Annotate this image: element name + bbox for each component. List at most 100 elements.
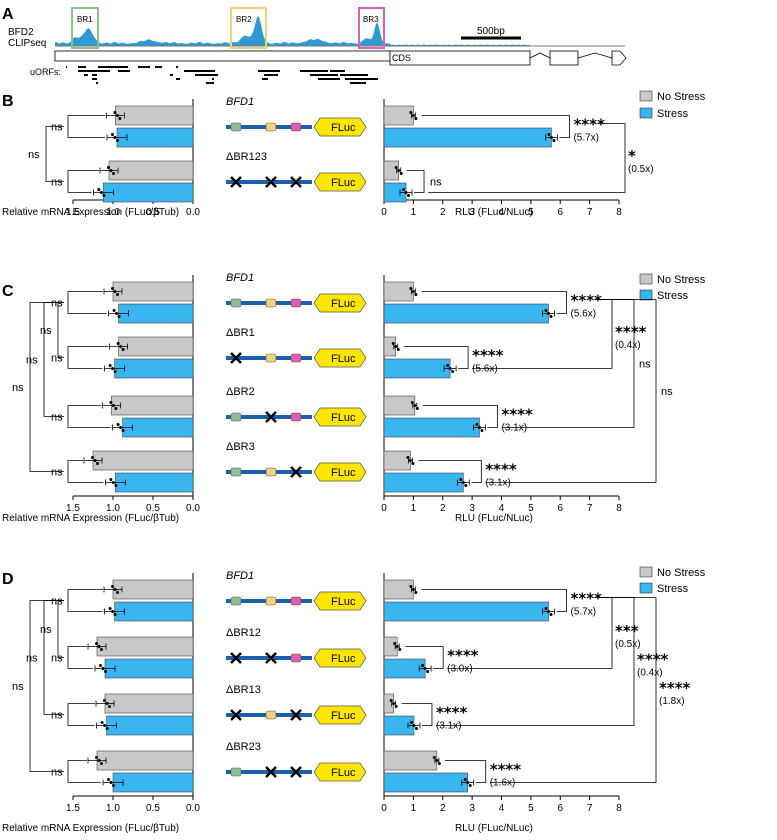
rlu-within-ns: ns bbox=[430, 177, 442, 189]
rlu-data-point bbox=[421, 664, 425, 667]
rlu-data-point bbox=[437, 762, 441, 765]
mrna-data-point bbox=[111, 367, 115, 370]
br1-element bbox=[230, 467, 242, 477]
mrna-data-point bbox=[96, 462, 99, 465]
construct-name: ΔBR13 bbox=[226, 684, 261, 696]
mrna-data-point bbox=[97, 188, 101, 191]
mrna-axis-label: Relative mRNA Expression (FLuc/βTub) bbox=[2, 207, 179, 218]
mrna-tick-label: 1.0 bbox=[106, 803, 120, 814]
rlu-axis-label: RLU (FLuc/NLuc) bbox=[455, 513, 533, 524]
rlu-tick-label: 2 bbox=[440, 803, 446, 814]
rlu-data-point bbox=[432, 756, 436, 759]
mrna-data-point bbox=[112, 309, 116, 312]
legend-swatch-stress bbox=[639, 582, 653, 594]
br1-label: BR1 bbox=[77, 15, 93, 24]
rlu-data-point bbox=[408, 459, 412, 462]
rlu-tick-label: 7 bbox=[587, 503, 593, 514]
rlu-bar-no-stress bbox=[383, 105, 414, 126]
rlu-data-point bbox=[463, 778, 467, 781]
mrna-between-ns: ns bbox=[40, 325, 52, 337]
deletion-x-br3 bbox=[290, 466, 302, 478]
deletion-x-br2 bbox=[265, 411, 277, 423]
rlu-tick-label: 5 bbox=[528, 207, 534, 218]
rlu-between-stars: **** bbox=[637, 651, 669, 669]
rlu-data-point bbox=[404, 191, 408, 194]
rlu-data-point bbox=[446, 364, 450, 367]
mrna-between-bracket bbox=[57, 302, 64, 358]
mrna-within-bracket bbox=[67, 346, 109, 369]
mrna-data-point bbox=[111, 481, 115, 484]
rlu-data-point bbox=[544, 607, 548, 610]
uorf-bar bbox=[176, 78, 180, 80]
mrna-data-point bbox=[105, 702, 109, 705]
rlu-tick-label: 7 bbox=[587, 207, 593, 218]
mrna-data-point bbox=[108, 607, 112, 610]
rlu-within-fold: (5.6x) bbox=[571, 309, 597, 320]
mrna-data-point bbox=[112, 784, 115, 787]
fluc-reporter bbox=[313, 648, 367, 668]
fluc-reporter bbox=[313, 293, 367, 313]
br3-label: BR3 bbox=[363, 15, 379, 24]
uorf-bar bbox=[98, 66, 128, 68]
construct-name: BFD1 bbox=[226, 96, 254, 108]
rlu-data-point bbox=[461, 481, 465, 484]
rlu-data-point bbox=[398, 648, 402, 651]
rlu-tick-label: 1 bbox=[411, 503, 417, 514]
rlu-data-point bbox=[459, 478, 463, 481]
mrna-within-ns: ns bbox=[51, 122, 63, 134]
rlu-data-point bbox=[411, 588, 415, 591]
fluc-label: FLuc bbox=[331, 298, 356, 310]
mrna-between-ns: ns bbox=[26, 355, 38, 367]
br2-element bbox=[265, 467, 277, 477]
rlu-bar-stress bbox=[383, 772, 469, 793]
rlu-data-point bbox=[411, 290, 415, 293]
mrna-bar-no-stress bbox=[92, 450, 194, 471]
mrna-data-point bbox=[99, 191, 103, 194]
br2-element bbox=[265, 710, 277, 720]
uorf-bar bbox=[84, 74, 88, 76]
mrna-axis-label: Relative mRNA Expression (FLuc/βTub) bbox=[2, 823, 179, 834]
uorf-bar bbox=[350, 82, 366, 84]
uorf-bar bbox=[78, 66, 86, 68]
deletion-x-br2 bbox=[265, 766, 277, 778]
rlu-between-stars: * bbox=[628, 147, 636, 165]
rlu-data-point bbox=[414, 727, 418, 730]
legend-swatch-stress bbox=[639, 289, 653, 301]
rlu-within-fold: (5.7x) bbox=[571, 607, 597, 618]
rlu-between-fold: (0.4x) bbox=[615, 340, 641, 351]
rlu-data-point bbox=[552, 139, 556, 142]
mrna-data-point bbox=[105, 727, 109, 730]
uorf-bar bbox=[92, 78, 97, 80]
track-label-2: CLIPseq bbox=[8, 38, 46, 49]
mrna-tick-label: 0.0 bbox=[186, 503, 200, 514]
mrna-bar-stress bbox=[106, 715, 194, 736]
rlu-within-stars: **** bbox=[571, 590, 603, 608]
br2-element bbox=[265, 122, 277, 132]
construct-name: ΔBR3 bbox=[226, 441, 255, 453]
mrna-bar-stress bbox=[112, 772, 194, 793]
rlu-within-fold: (1.6x) bbox=[490, 778, 516, 789]
construct-name: ΔBR123 bbox=[226, 151, 267, 163]
mrna-between-ns: ns bbox=[12, 382, 24, 394]
mrna-data-point bbox=[113, 588, 117, 591]
deletion-x-br1 bbox=[230, 709, 242, 721]
rlu-within-bracket bbox=[421, 589, 567, 612]
mrna-within-bracket bbox=[67, 170, 99, 193]
rlu-within-bracket bbox=[444, 760, 487, 783]
br3-element bbox=[290, 596, 302, 606]
rlu-within-bracket bbox=[403, 346, 469, 369]
rlu-data-point bbox=[409, 111, 413, 114]
mrna-tick-label: 0.0 bbox=[186, 207, 200, 218]
mrna-data-point bbox=[95, 642, 98, 645]
mrna-within-bracket bbox=[67, 115, 106, 138]
uorf-bar bbox=[66, 66, 67, 68]
cds-label: CDS bbox=[392, 53, 411, 63]
rlu-tick-label: 4 bbox=[499, 803, 505, 814]
rlu-data-point bbox=[549, 136, 553, 139]
rlu-within-fold: (3.1x) bbox=[501, 423, 527, 434]
rlu-within-stars: **** bbox=[447, 647, 479, 665]
mrna-data-point bbox=[113, 370, 117, 373]
uorf-bar bbox=[96, 82, 98, 84]
